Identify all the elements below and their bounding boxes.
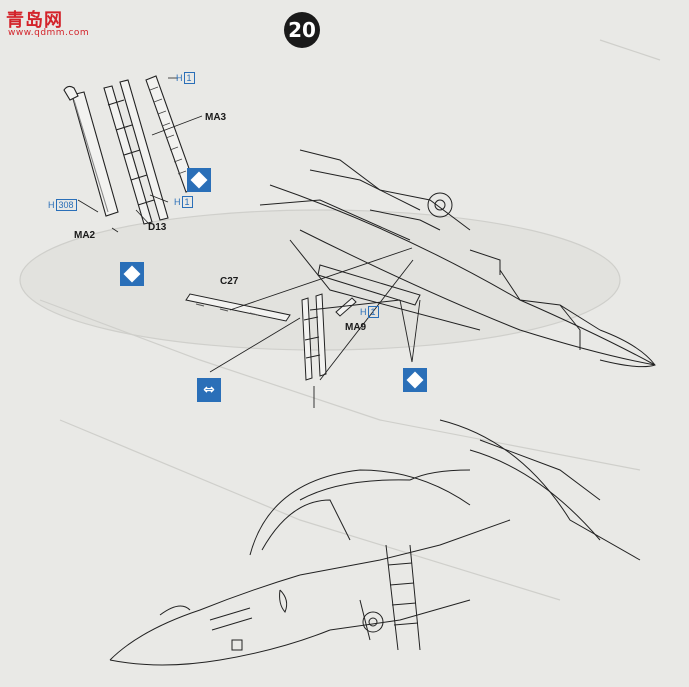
part-label-c27: C27 <box>220 276 239 287</box>
bleed-through-ghost <box>19 39 661 601</box>
diamond-icon <box>187 168 211 192</box>
diamond-icon <box>120 262 144 286</box>
part-label-ma9: MA9 <box>345 322 367 333</box>
double-arrow-icon: ⇔ <box>197 378 221 402</box>
aircraft-forward-fuselage <box>109 419 641 666</box>
watermark-logo: 青岛网 <box>6 10 63 31</box>
watermark-url: www.qdmm.com <box>8 28 90 38</box>
ladder-subassembly <box>63 75 203 233</box>
assembly-lines <box>209 247 421 408</box>
part-label-ma3: MA3 <box>205 112 227 123</box>
step-number-badge: 20 <box>284 12 320 48</box>
diamond-icon <box>403 368 427 392</box>
part-label-ma2: MA2 <box>74 230 96 241</box>
fuselage-lower-view <box>259 149 656 368</box>
part-label-d13: D13 <box>148 222 167 233</box>
